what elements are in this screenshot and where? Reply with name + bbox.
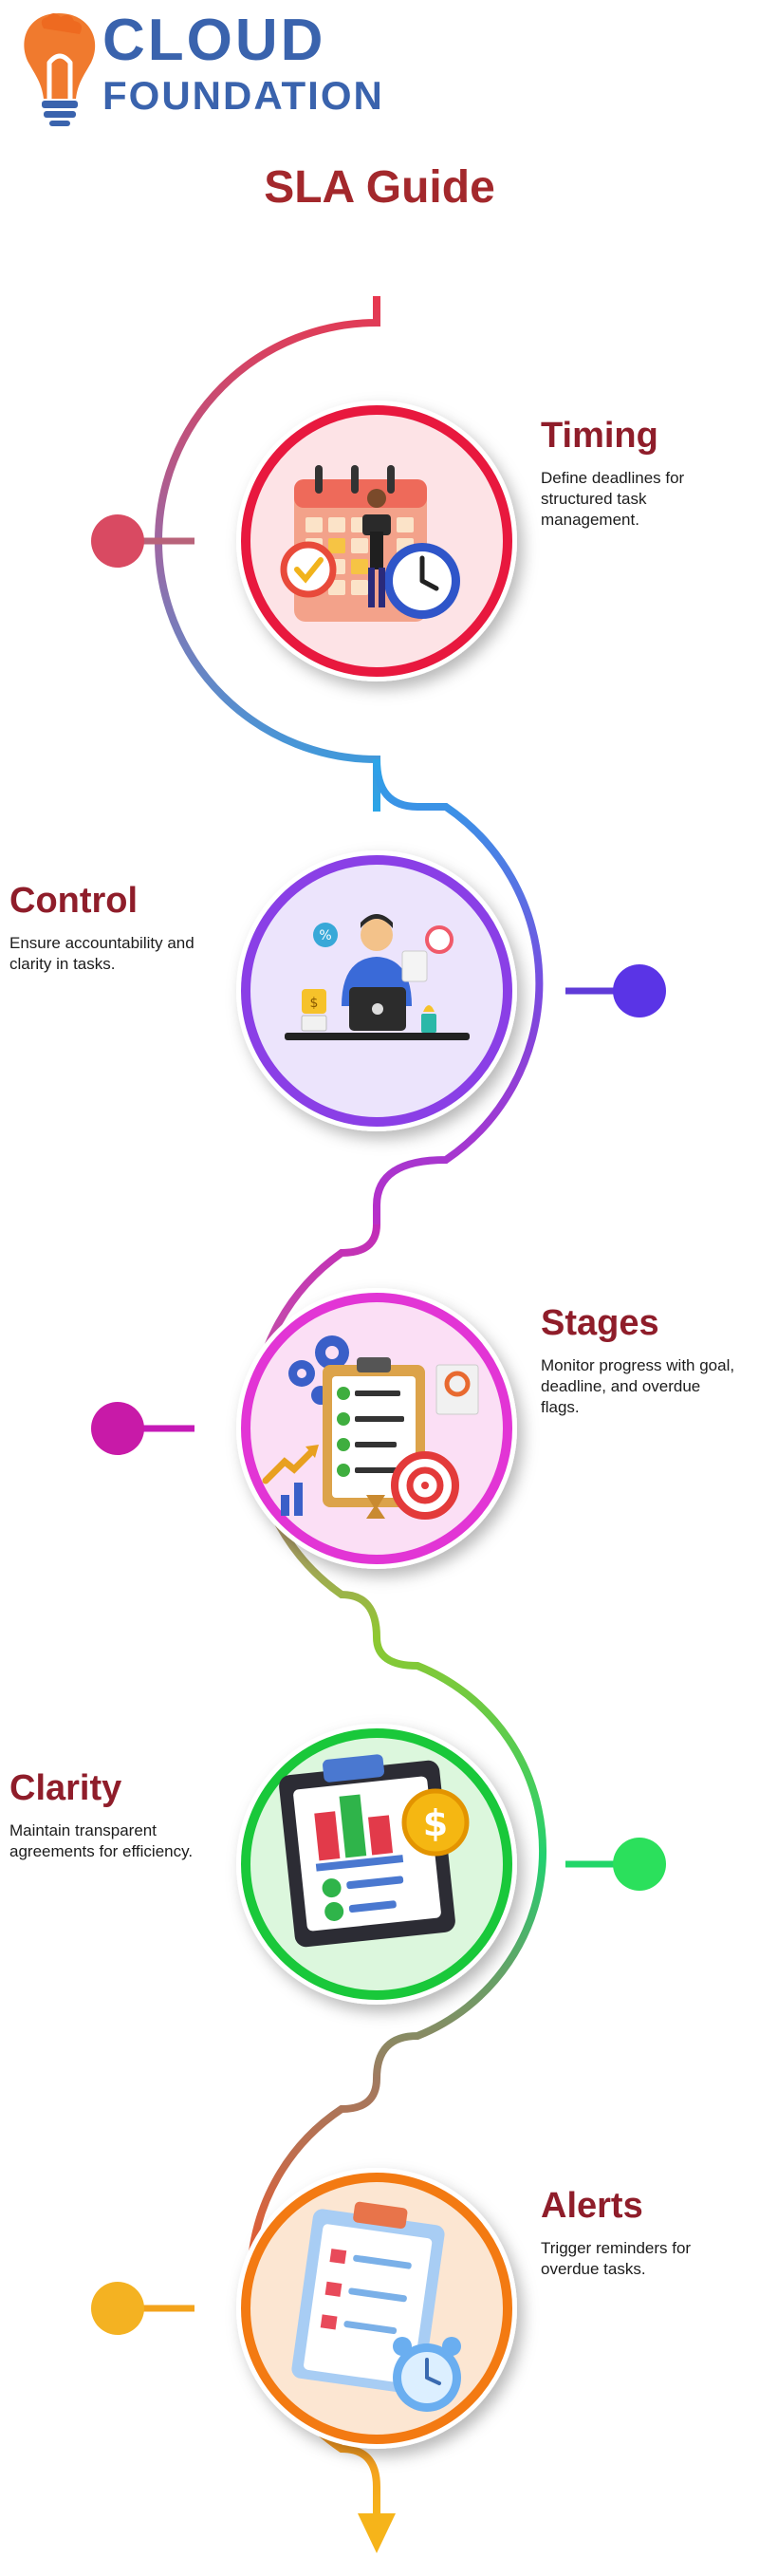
desc-line: overdue tasks.: [541, 2260, 646, 2278]
brand-name-line2: FOUNDATION: [102, 73, 384, 118]
clipboard-chart-icon: $: [279, 1754, 470, 1948]
svg-text:%: %: [319, 928, 331, 943]
step-title-control: Control: [9, 881, 139, 921]
step-title-stages: Stages: [541, 1303, 659, 1343]
step-title-timing: Timing: [541, 416, 658, 456]
svg-text:$: $: [310, 996, 319, 1011]
checklist-target-icon: [262, 1335, 479, 1520]
step-desc-timing: Define deadlines for structured task man…: [541, 468, 684, 531]
step-desc-stages: Monitor progress with goal, deadline, an…: [541, 1355, 734, 1418]
page-title: SLA Guide: [264, 162, 495, 213]
step-desc-clarity: Maintain transparent agreements for effi…: [9, 1820, 193, 1862]
desc-line: Define deadlines for: [541, 469, 685, 487]
step-desc-control: Ensure accountability and clarity in tas…: [9, 933, 194, 975]
brand-name-line1: CLOUD: [102, 8, 326, 73]
desc-line: management.: [541, 511, 639, 529]
calendar-clock-icon: [280, 465, 460, 622]
desc-line: agreements for efficiency.: [9, 1842, 194, 1860]
desc-line: Trigger reminders for: [541, 2239, 692, 2257]
arrow-head-icon: [358, 2513, 396, 2553]
clipboard-alarm-icon: [291, 2201, 461, 2412]
laptop-worker-icon: % $: [285, 914, 470, 1040]
logo-bulb-icon: [24, 13, 96, 126]
svg-text:$: $: [423, 1802, 448, 1844]
desc-line: deadline, and overdue: [541, 1377, 701, 1395]
step-desc-alerts: Trigger reminders for overdue tasks.: [541, 2238, 691, 2280]
desc-line: Monitor progress with goal,: [541, 1356, 735, 1374]
step-title-alerts: Alerts: [541, 2186, 643, 2226]
desc-line: structured task: [541, 490, 647, 508]
desc-line: Maintain transparent: [9, 1821, 157, 1839]
side-connectors: [91, 514, 666, 2335]
desc-line: clarity in tasks.: [9, 955, 116, 973]
step-title-clarity: Clarity: [9, 1768, 122, 1808]
desc-line: flags.: [541, 1398, 580, 1416]
desc-line: Ensure accountability and: [9, 934, 194, 952]
